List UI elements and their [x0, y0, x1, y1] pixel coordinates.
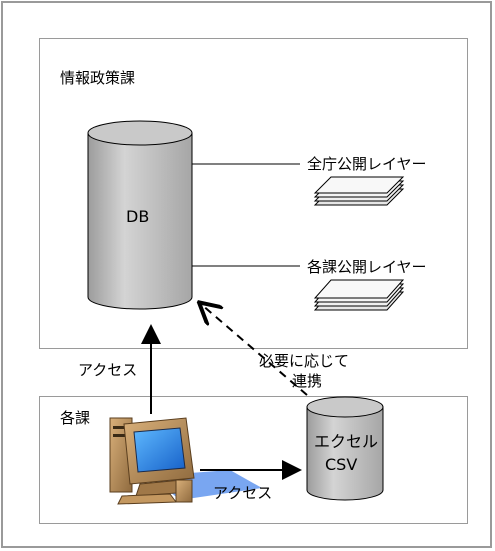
excel-csv-label-line1: エクセル — [314, 432, 379, 451]
each-section-public-layer-label: 各課公開レイヤー — [307, 258, 427, 276]
access-to-csv-label: アクセス — [213, 484, 273, 502]
all-office-layer-stack-icon — [313, 176, 405, 206]
access-to-db-label: アクセス — [78, 361, 138, 379]
all-office-public-layer-label: 全庁公開レイヤー — [307, 155, 427, 173]
sync-label-line1: 必要に応じて — [259, 352, 350, 370]
computer-icon — [109, 417, 262, 505]
csv-to-db-sync-arrow — [202, 305, 308, 396]
each-section-label: 各課 — [60, 409, 91, 427]
each-section-layer-stack-icon — [313, 279, 405, 311]
database-label: DB — [126, 207, 150, 226]
database-cylinder — [87, 120, 193, 310]
excel-csv-cylinder — [306, 396, 384, 501]
excel-csv-label-line2: CSV — [325, 455, 358, 474]
info-policy-division-label: 情報政策課 — [60, 69, 136, 87]
sync-label-line2: 連携 — [292, 372, 323, 390]
